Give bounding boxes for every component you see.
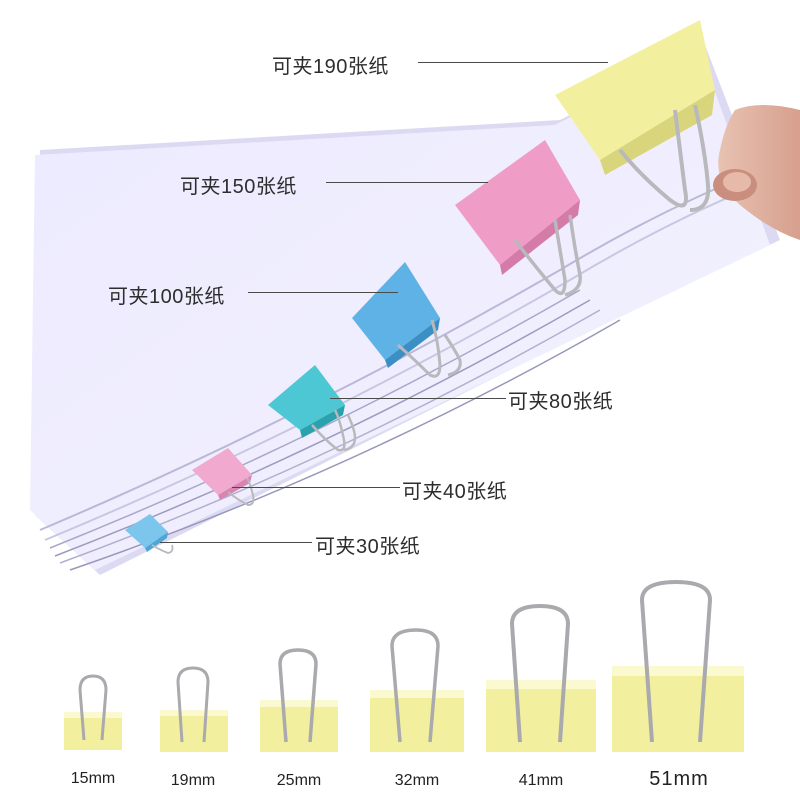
hand	[713, 105, 800, 240]
size-label-32mm: 32mm	[394, 772, 440, 789]
capacity-label-80: 可夹80张纸	[508, 391, 614, 413]
leader-line-150	[326, 182, 488, 183]
leader-line-190	[418, 62, 608, 63]
size-label-19mm: 19mm	[170, 772, 216, 789]
capacity-label-190: 可夹190张纸	[272, 56, 389, 78]
size-label-25mm: 25mm	[276, 772, 322, 789]
capacity-label-150: 可夹150张纸	[180, 176, 297, 198]
clip-yellow-51mm	[555, 20, 715, 212]
clip-teal-25mm	[268, 365, 357, 452]
clip-19mm	[160, 666, 228, 752]
capacity-label-100: 可夹100张纸	[108, 286, 225, 308]
clip-light-blue-15mm	[125, 514, 174, 554]
leader-line-100	[248, 292, 398, 293]
size-label-41mm: 41mm	[518, 772, 564, 789]
size-label-15mm: 15mm	[70, 770, 116, 787]
leader-line-40	[232, 487, 400, 488]
clip-pink-41mm	[455, 140, 582, 297]
clip-blue-32mm	[352, 262, 462, 378]
clip-32mm	[370, 628, 464, 752]
clip-41mm	[486, 603, 596, 752]
clip-51mm	[612, 579, 744, 752]
size-label-51mm: 51mm	[649, 768, 709, 790]
leader-line-80	[330, 398, 506, 399]
leader-line-30	[160, 542, 312, 543]
clip-15mm	[64, 674, 122, 750]
clip-25mm	[260, 648, 338, 752]
capacity-label-40: 可夹40张纸	[402, 481, 508, 503]
capacity-label-30: 可夹30张纸	[315, 536, 421, 558]
